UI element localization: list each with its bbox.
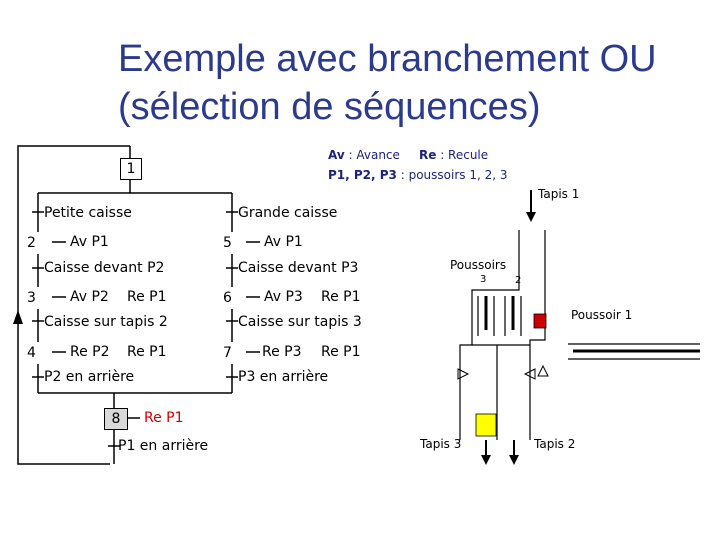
legend-av-key: Av (328, 148, 345, 162)
label-poussoir-3: 3 (480, 274, 487, 285)
step-6: 6 (222, 287, 246, 309)
transition-p2-en-arriere: P2 en arrière (44, 369, 135, 385)
poussoir-3-icon (477, 296, 495, 336)
step-2: 2 (26, 232, 50, 254)
legend-re-text: : Recule (436, 148, 489, 162)
sensor-up-icon (537, 364, 549, 377)
action-step7-b: Re P1 (321, 344, 361, 360)
transition-caisse-sur-tapis-2: Caisse sur tapis 2 (44, 314, 168, 330)
step-3: 3 (26, 287, 50, 309)
transition-caisse-sur-tapis-3: Caisse sur tapis 3 (238, 314, 362, 330)
page-title-line1: Exemple avec branchement OU (118, 38, 657, 80)
step-5: 5 (222, 232, 246, 254)
transition-petite-caisse: Petite caisse (44, 205, 132, 221)
action-step4-a: Re P2 (70, 344, 110, 360)
action-step2: Av P1 (70, 234, 109, 250)
transition-p3-en-arriere: P3 en arrière (238, 369, 329, 385)
sensor-right-icon (523, 368, 536, 380)
step-4: 4 (26, 342, 50, 364)
transition-grande-caisse: Grande caisse (238, 205, 338, 221)
tapis1-arrow-icon (526, 212, 536, 222)
channel-right-wall (529, 230, 546, 440)
legend-line1: Av : Avance Re : Recule (328, 148, 488, 162)
poussoir-1-icon (568, 343, 700, 360)
tapis3-arrow-icon (481, 455, 491, 465)
transition-caisse-devant-p3: Caisse devant P3 (238, 260, 359, 276)
action-step8: Re P1 (144, 410, 184, 426)
action-step6-a: Av P3 (264, 289, 303, 305)
action-step3-b: Re P1 (127, 289, 167, 305)
label-poussoir-1: Poussoir 1 (571, 308, 633, 322)
label-tapis-3: Tapis 3 (420, 437, 462, 451)
channel-left-wall (459, 230, 520, 440)
action-step6-b: Re P1 (321, 289, 361, 305)
red-box-icon (533, 313, 547, 329)
legend-av-text: : Avance (344, 148, 400, 162)
transition-caisse-devant-p2: Caisse devant P2 (44, 260, 165, 276)
label-poussoirs: Poussoirs (450, 258, 507, 272)
poussoir-2-icon (504, 296, 522, 336)
page-title-line2: (sélection de séquences) (118, 86, 541, 128)
yellow-box-icon (475, 413, 497, 437)
sensor-left-icon (457, 368, 470, 380)
legend-p-key: P1, P2, P3 (328, 168, 397, 182)
label-poussoir-2: 2 (515, 275, 522, 286)
step-7: 7 (222, 342, 246, 364)
label-tapis-1: Tapis 1 (538, 187, 580, 201)
action-step5: Av P1 (264, 234, 303, 250)
action-step4-b: Re P1 (127, 344, 167, 360)
legend-p-text: : poussoirs 1, 2, 3 (396, 168, 508, 182)
tapis2-arrow-icon (509, 455, 519, 465)
legend-line2: P1, P2, P3 : poussoirs 1, 2, 3 (328, 168, 507, 182)
action-step7-a: Re P3 (262, 344, 302, 360)
legend-re-key: Re (418, 148, 437, 162)
step-8: 8 (104, 408, 128, 430)
loop-arrow-icon (13, 310, 23, 324)
action-step3-a: Av P2 (70, 289, 109, 305)
transition-p1-en-arriere: P1 en arrière (118, 438, 209, 454)
label-tapis-2: Tapis 2 (534, 437, 576, 451)
loop-back-line (17, 145, 130, 465)
step-1: 1 (120, 158, 142, 180)
